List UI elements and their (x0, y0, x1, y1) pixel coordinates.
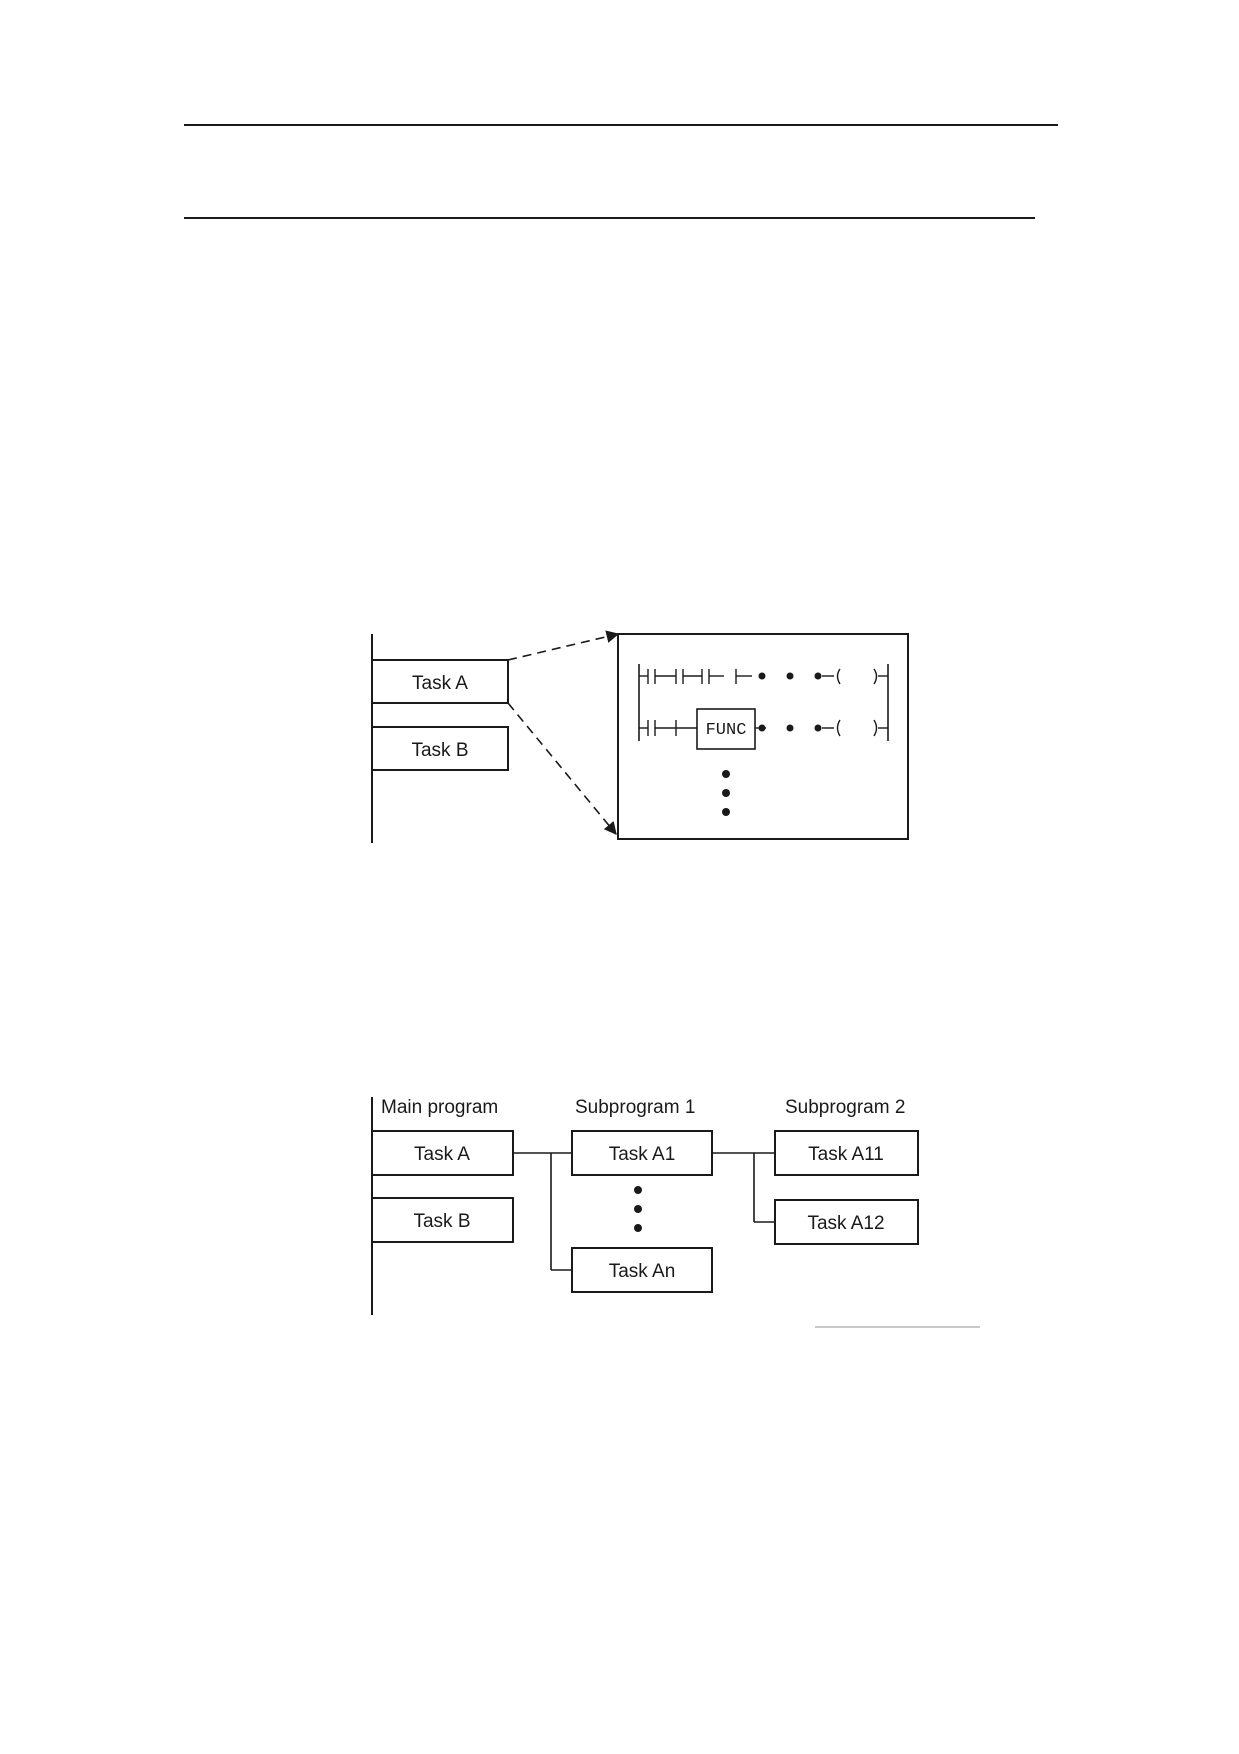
main-task-b-box (371, 1197, 514, 1243)
ladder-continuation-dot-2 (722, 789, 730, 797)
task-a-label: Task A (412, 673, 468, 694)
ladder-continuation-dot-3 (722, 808, 730, 816)
header-subprogram-1: Subprogram 1 (575, 1097, 695, 1118)
top-rule (184, 124, 1058, 126)
func-block (696, 708, 756, 750)
second-rule (184, 217, 1035, 219)
task-a-box (371, 659, 509, 704)
sub2-task-a12-box (774, 1199, 919, 1245)
sub2-task-a11-box (774, 1130, 919, 1176)
sub1-task-a1-label: Task A1 (609, 1144, 676, 1165)
task-b-label: Task B (411, 740, 468, 761)
sub1-continuation-dot-2 (634, 1205, 642, 1213)
header-main-program: Main program (381, 1097, 498, 1118)
connector-sub1-to-sub2 (712, 1152, 775, 1223)
ladder-continuation-dot-1 (722, 770, 730, 778)
sub1-continuation-dot-1 (634, 1186, 642, 1194)
header-subprogram-2: Subprogram 2 (785, 1097, 905, 1118)
sub1-continuation-dot-3 (634, 1224, 642, 1232)
sub2-task-a12-label: Task A12 (807, 1213, 884, 1234)
sub1-task-an-label: Task An (609, 1261, 676, 1282)
main-task-b-label: Task B (413, 1211, 470, 1232)
expand-arrow-bottom (507, 702, 617, 835)
task-b-box (371, 726, 509, 771)
sub2-task-a11-label: Task A11 (808, 1144, 884, 1165)
ladder-rung-2 (639, 719, 888, 737)
expand-arrow-top (507, 630, 620, 661)
func-label: FUNC (706, 721, 747, 740)
task-ladder-diagram: Task A Task B (371, 630, 909, 843)
ladder-panel (617, 633, 909, 840)
connector-main-to-sub1 (513, 1152, 572, 1271)
ladder-rung-1 (639, 668, 888, 685)
main-task-a-label: Task A (414, 1144, 470, 1165)
sub1-task-an-box (571, 1247, 713, 1293)
